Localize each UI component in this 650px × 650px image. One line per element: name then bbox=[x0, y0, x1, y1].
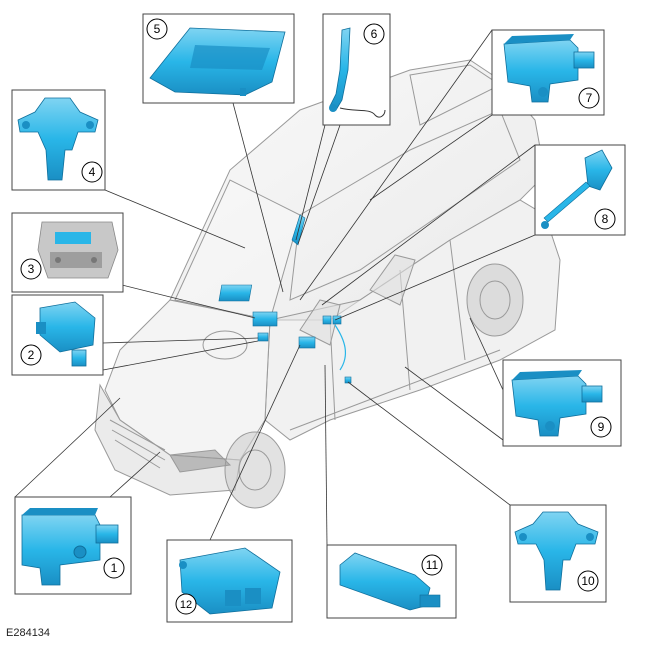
callout-circle-11 bbox=[421, 554, 443, 576]
callout-number-9: 9 bbox=[598, 420, 605, 434]
installed-console bbox=[252, 311, 278, 327]
leader-line-10 bbox=[347, 381, 511, 506]
callout-number-7: 7 bbox=[586, 91, 593, 105]
restraints-control-module-icon bbox=[179, 547, 281, 615]
installed-buckle bbox=[332, 315, 342, 325]
leader-line-5 bbox=[232, 102, 284, 293]
callout-box-10: 10 bbox=[509, 504, 607, 603]
callout-circle-5 bbox=[146, 18, 168, 40]
callout-number-1: 1 bbox=[111, 561, 118, 575]
callout-box-5: 5 bbox=[142, 13, 295, 104]
callout-circle-2 bbox=[20, 344, 42, 366]
callout-box-4: 4 bbox=[11, 89, 106, 191]
callout-number-2: 2 bbox=[28, 348, 35, 362]
callout-number-3: 3 bbox=[28, 262, 35, 276]
leader-line-1 bbox=[109, 451, 161, 498]
callout-number-4: 4 bbox=[89, 165, 96, 179]
leader-line-12 bbox=[209, 344, 301, 541]
installed-bracket bbox=[218, 284, 253, 302]
impact-sensor-icon bbox=[514, 511, 599, 591]
callout-circle-8 bbox=[594, 208, 616, 230]
callout-number-6: 6 bbox=[371, 27, 378, 41]
callout-number-12: 12 bbox=[180, 599, 192, 611]
control-module-icon bbox=[36, 301, 96, 367]
callout-circle-10 bbox=[577, 570, 599, 592]
overhead-console-icon bbox=[37, 221, 119, 279]
leader-line-7 bbox=[299, 29, 493, 301]
callout-circle-1 bbox=[103, 557, 125, 579]
vehicle-seat bbox=[369, 254, 416, 306]
installed-ocs bbox=[344, 376, 352, 384]
callout-number-5: 5 bbox=[154, 22, 161, 36]
vehicle-illustration bbox=[94, 59, 561, 509]
callout-box-6: 6 bbox=[322, 13, 391, 126]
callout-circle-9 bbox=[590, 416, 612, 438]
leader-line-4 bbox=[104, 189, 246, 249]
installed-wire bbox=[334, 324, 347, 371]
impact-sensor-icon bbox=[503, 34, 595, 103]
callout-circle-3 bbox=[20, 258, 42, 280]
callout-number-10: 10 bbox=[581, 574, 595, 588]
leader-line-8b bbox=[334, 234, 536, 321]
leader-line-11 bbox=[324, 364, 328, 546]
callout-box-2: 2 bbox=[11, 294, 104, 376]
callout-box-9: 9 bbox=[502, 359, 622, 447]
vehicle-wheel-front bbox=[224, 431, 286, 509]
figure-reference: E284134 bbox=[6, 627, 51, 639]
leader-line-1b bbox=[14, 397, 121, 498]
seatbelt-pretensioner-icon bbox=[329, 27, 386, 118]
vehicle-door-line bbox=[449, 239, 466, 361]
vehicle-sill bbox=[289, 349, 501, 431]
callout-number-8: 8 bbox=[602, 212, 609, 226]
leader-line-8 bbox=[321, 144, 536, 306]
callout-circle-12 bbox=[175, 593, 197, 615]
leader-line-7b bbox=[369, 114, 493, 201]
bracket-icon bbox=[149, 27, 286, 96]
impact-sensor-icon bbox=[511, 370, 603, 437]
leader-lines bbox=[14, 29, 536, 546]
seatbelt-buckle-icon bbox=[541, 149, 613, 229]
leader-line-2b bbox=[102, 340, 259, 371]
callout-box-3: 3 bbox=[11, 212, 124, 293]
callout-number-11: 11 bbox=[426, 558, 439, 572]
occupant-classification-sensor-icon bbox=[339, 552, 441, 611]
callout-box-7: 7 bbox=[491, 29, 605, 116]
callout-circle-4 bbox=[81, 161, 103, 183]
vehicle-wheel-front-rim bbox=[238, 449, 272, 491]
callout-box-11: 11 bbox=[326, 544, 457, 619]
impact-sensor-icon bbox=[21, 508, 119, 586]
callout-box-1: 1 bbox=[14, 496, 132, 595]
callout-circle-6 bbox=[363, 23, 385, 45]
vehicle-wheel-rear-rim bbox=[479, 280, 511, 320]
callout-box-12: 12 bbox=[166, 539, 293, 623]
leader-line-9b bbox=[404, 366, 504, 441]
leader-line-6b bbox=[297, 124, 341, 245]
vehicle-wheel-rear bbox=[466, 263, 524, 337]
installed-rcm bbox=[298, 336, 316, 349]
callout-circle-7 bbox=[578, 87, 600, 109]
installed-sensor bbox=[322, 315, 332, 325]
vehicle-side-window bbox=[289, 109, 521, 301]
callout-box-8: 8 bbox=[534, 144, 626, 236]
vehicle-steering-wheel bbox=[202, 330, 248, 360]
leader-line-2 bbox=[102, 337, 259, 344]
leader-line-9 bbox=[469, 317, 504, 391]
installed-module bbox=[257, 332, 269, 342]
vehicle-seat bbox=[299, 299, 341, 346]
leader-line-6 bbox=[295, 124, 326, 241]
impact-sensor-icon bbox=[17, 97, 99, 181]
vehicle-headlight bbox=[169, 449, 232, 473]
leader-line-3 bbox=[121, 284, 256, 319]
